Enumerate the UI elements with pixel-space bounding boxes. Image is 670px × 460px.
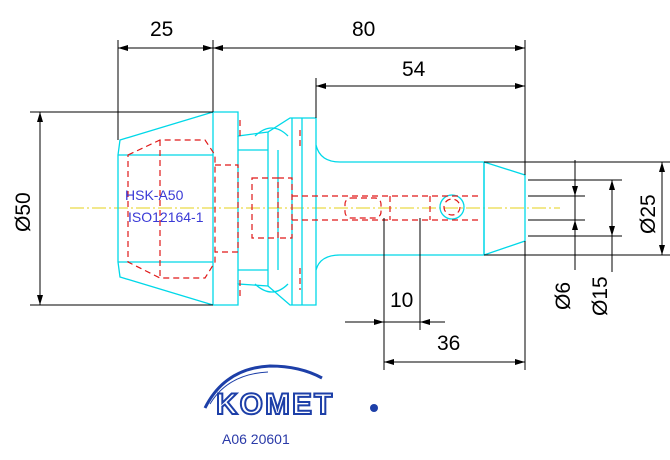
interface-label: HSK-A50 — [125, 187, 184, 203]
dimension-10: 10 — [390, 289, 413, 312]
dimension-dia6: Ø6 — [552, 282, 575, 310]
dimension-dia15: Ø15 — [589, 276, 612, 316]
dimension-36: 36 — [437, 332, 460, 355]
dimension-25: 25 — [150, 18, 173, 41]
dimension-lines — [30, 40, 670, 370]
logo-arc — [203, 364, 323, 409]
standard-label: ISO12164-1 — [128, 209, 204, 225]
dimension-54: 54 — [402, 58, 426, 81]
hidden-lines — [127, 120, 480, 300]
dimension-dia50: Ø50 — [12, 192, 35, 232]
dimension-dia25: Ø25 — [637, 194, 660, 234]
logo-dot — [370, 404, 378, 412]
logo-arc-inner — [209, 371, 269, 405]
dimension-80: 80 — [352, 18, 375, 41]
komet-logo: KOMET — [203, 364, 378, 422]
part-number: A06 20601 — [222, 431, 290, 447]
brand-name: KOMET — [216, 388, 334, 421]
tool-holder-outline — [117, 111, 526, 306]
